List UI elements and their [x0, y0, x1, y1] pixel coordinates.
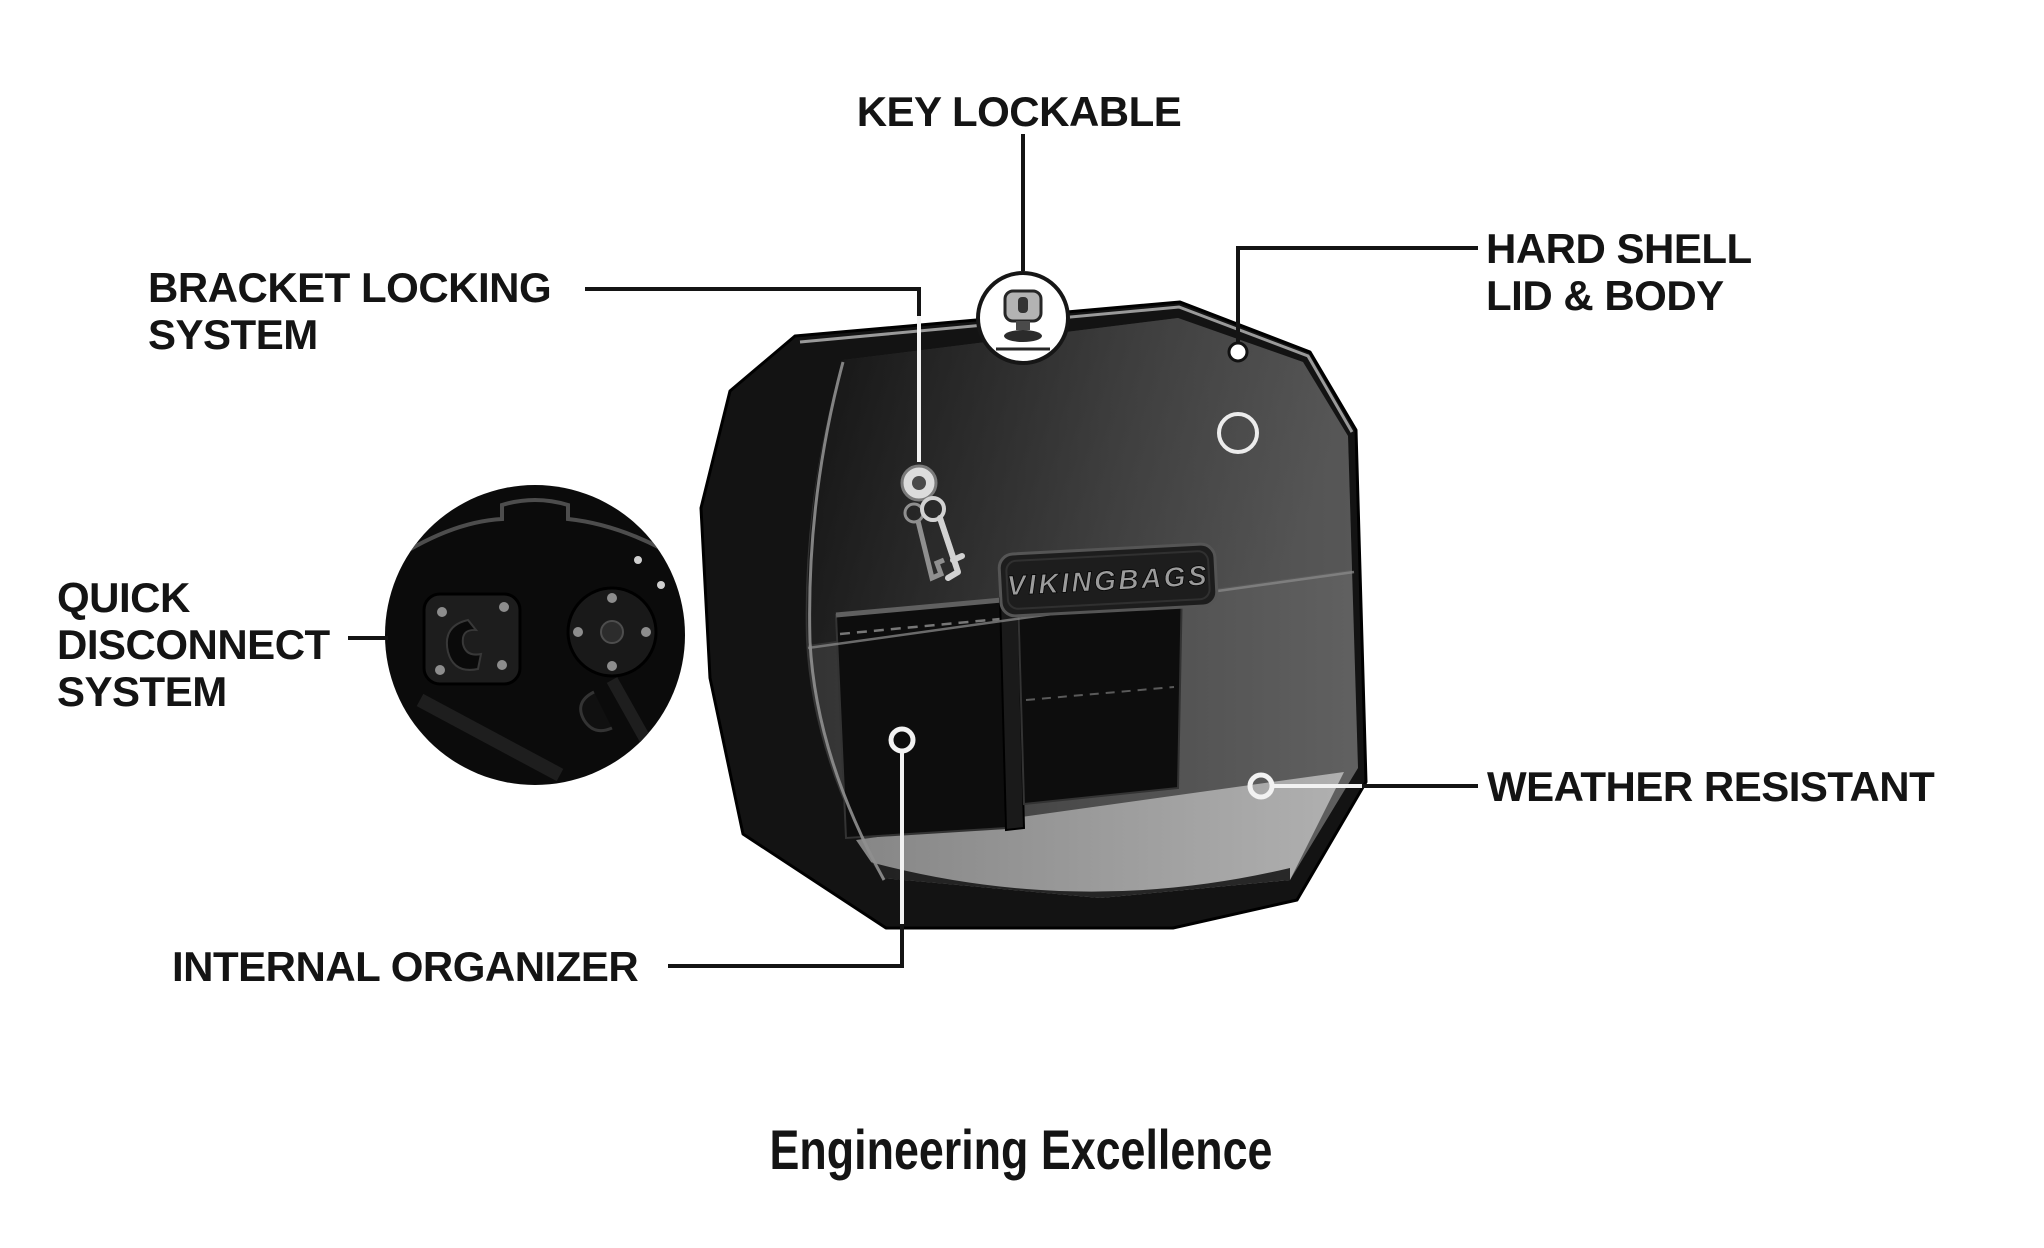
pocket-left-stitching — [839, 617, 1001, 636]
key-neck — [1016, 321, 1030, 330]
screw — [497, 660, 507, 670]
key-front — [937, 515, 965, 581]
rivet — [634, 556, 642, 564]
screw — [641, 627, 651, 637]
screw — [435, 665, 445, 675]
quick-disconnect-inset — [385, 485, 685, 785]
interior-floor — [856, 772, 1344, 898]
inset-contents — [385, 498, 685, 782]
callout-label: HARD SHELL — [1486, 225, 1752, 272]
hard-shell-dot — [1227, 341, 1249, 363]
key-back — [915, 520, 945, 582]
lock-barrel-core — [912, 476, 926, 490]
callout-label: SYSTEM — [57, 668, 227, 715]
lock-escutcheon — [1004, 330, 1042, 342]
internal-organizer-dot — [888, 726, 916, 754]
callout-dots — [888, 341, 1275, 800]
bracket-plate-left — [422, 592, 522, 686]
organizer-pocket-left — [834, 598, 1008, 840]
callout-label: DISCONNECT — [57, 621, 330, 668]
key-head-slot — [1018, 297, 1028, 313]
diagram-title: Engineering Excellence — [769, 1118, 1273, 1181]
disconnect-hook-right — [579, 690, 613, 733]
mount-strap-left — [416, 693, 564, 782]
callout-weather-resistant: WEATHER RESISTANT — [1487, 763, 1935, 810]
callout-hard-shell: HARD SHELL LID & BODY — [1486, 225, 1752, 319]
screw — [499, 602, 509, 612]
inset-handle-contour — [385, 498, 685, 567]
callout-label: BRACKET LOCKING — [148, 264, 552, 311]
internal-organizer-pockets — [834, 580, 1184, 840]
callout-bracket-locking: BRACKET LOCKING SYSTEM — [148, 264, 552, 358]
brand-plate: VIKINGBAGS — [997, 542, 1219, 618]
bracket-locking-line — [585, 287, 921, 316]
hard-shell-ring — [1217, 412, 1259, 454]
pocket-left-binding — [835, 597, 1003, 618]
screw — [437, 607, 447, 617]
rivet — [657, 581, 665, 589]
bag-key-lock — [900, 464, 965, 582]
callout-key-lockable: KEY LOCKABLE — [857, 88, 1182, 135]
callout-lines — [348, 134, 1478, 968]
callout-label: KEY LOCKABLE — [856, 88, 1182, 135]
brand-plate-bezel — [997, 542, 1219, 618]
callout-label: LID & BODY — [1486, 272, 1724, 319]
hard-shell-line — [1236, 246, 1478, 342]
internal-organizer-line — [668, 924, 904, 968]
callout-label: SYSTEM — [148, 311, 318, 358]
key-lockable-indicator — [976, 271, 1070, 365]
weather-resistant-dot — [1247, 772, 1275, 800]
screw — [573, 627, 583, 637]
screw — [607, 593, 617, 603]
bottom-lip-shadow — [870, 862, 1290, 898]
pocket-right-flap-stitching — [1025, 686, 1175, 701]
callout-label: INTERNAL ORGANIZER — [172, 943, 639, 990]
callout-label: WEATHER RESISTANT — [1487, 763, 1935, 810]
callout-internal-organizer: INTERNAL ORGANIZER — [172, 943, 639, 990]
lid-left-highlight — [808, 361, 886, 881]
saddlebag-illustration: VIKINGBAGS — [699, 300, 1368, 930]
callout-label: QUICK — [57, 574, 190, 621]
bracket-hub — [600, 620, 624, 644]
inset-circle — [385, 485, 685, 785]
screw — [607, 661, 617, 671]
callout-quick-disconnect: QUICK DISCONNECT SYSTEM — [57, 574, 330, 715]
disconnect-hook-left — [446, 618, 483, 671]
brand-plate-inner — [1005, 550, 1211, 610]
callout-lines-on-dark — [900, 316, 1362, 924]
key-ring-front — [920, 496, 946, 522]
